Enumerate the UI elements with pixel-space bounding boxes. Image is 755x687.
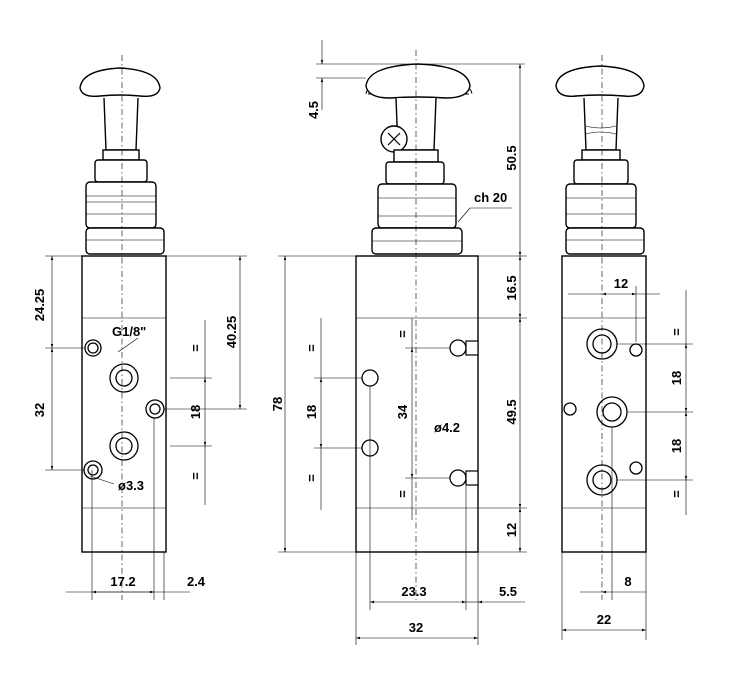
dim-middle-49-5: 49.5 (504, 399, 519, 424)
middle-view (278, 40, 527, 645)
eq-left-bottom: = (188, 472, 203, 480)
dim-middle-16-5: 16.5 (504, 275, 519, 300)
left-nut-upper (94, 159, 148, 183)
dim-middle-4-5: 4.5 (306, 101, 321, 119)
right-knob-stem (583, 97, 619, 151)
dim-left-32: 32 (32, 403, 47, 417)
right-hex-nut (565, 227, 645, 255)
right-nut-body (565, 183, 637, 229)
eq-middle-left-top: = (304, 344, 319, 352)
eq-middle-top: = (395, 330, 410, 338)
right-nut-upper (573, 159, 629, 185)
dim-middle-34: 34 (395, 404, 410, 419)
right-hole-top (629, 343, 643, 357)
dim-middle-32: 32 (409, 620, 423, 635)
right-knob-cap (555, 65, 645, 97)
dim-left-40-25: 40.25 (224, 316, 239, 349)
dim-right-18-bottom: 18 (669, 439, 684, 453)
middle-hole-right-bottom (449, 469, 467, 487)
dim-middle-12: 12 (504, 523, 519, 537)
eq-middle-left-bottom: = (304, 474, 319, 482)
dim-middle-50-5: 50.5 (504, 145, 519, 170)
left-stem-collar (102, 149, 140, 161)
label-hole-4-2: ø4.2 (434, 420, 460, 435)
left-hex-nut (85, 227, 165, 255)
right-hole-mid (563, 402, 577, 416)
dim-middle-18: 18 (304, 405, 319, 419)
dim-right-12: 12 (614, 276, 628, 291)
middle-knob-cap (365, 63, 471, 99)
eq-middle-bottom: = (395, 490, 410, 498)
right-hole-bottom (629, 461, 643, 475)
dim-right-18-top: 18 (669, 371, 684, 385)
middle-body (355, 255, 479, 553)
right-collar (581, 149, 621, 161)
dim-left-17-2: 17.2 (110, 574, 135, 589)
label-hole-3-3: ø3.3 (118, 478, 144, 493)
dim-right-8: 8 (624, 574, 631, 589)
dim-middle-23-3: 23.3 (401, 584, 426, 599)
dim-right-22: 22 (597, 612, 611, 627)
middle-hole-right-top (449, 339, 467, 357)
middle-hole-left-top (361, 369, 379, 387)
left-view (45, 55, 247, 600)
eq-right-bottom: = (669, 490, 684, 498)
dim-left-18: 18 (188, 405, 203, 419)
dim-left-2-4: 2.4 (187, 574, 206, 589)
left-knob-cap (79, 67, 161, 98)
right-view (555, 55, 693, 640)
label-ch20: ch 20 (474, 190, 507, 205)
middle-nut-upper (385, 161, 445, 185)
middle-nut-body (377, 183, 457, 229)
left-knob-stem (103, 97, 139, 151)
dim-middle-78: 78 (270, 397, 285, 411)
dim-middle-5-5: 5.5 (499, 584, 517, 599)
label-port-g18: G1/8" (112, 324, 146, 339)
dim-left-24-25: 24.25 (32, 289, 47, 322)
eq-right-top: = (669, 328, 684, 336)
left-nut-body (85, 181, 157, 229)
eq-left-top: = (188, 344, 203, 352)
